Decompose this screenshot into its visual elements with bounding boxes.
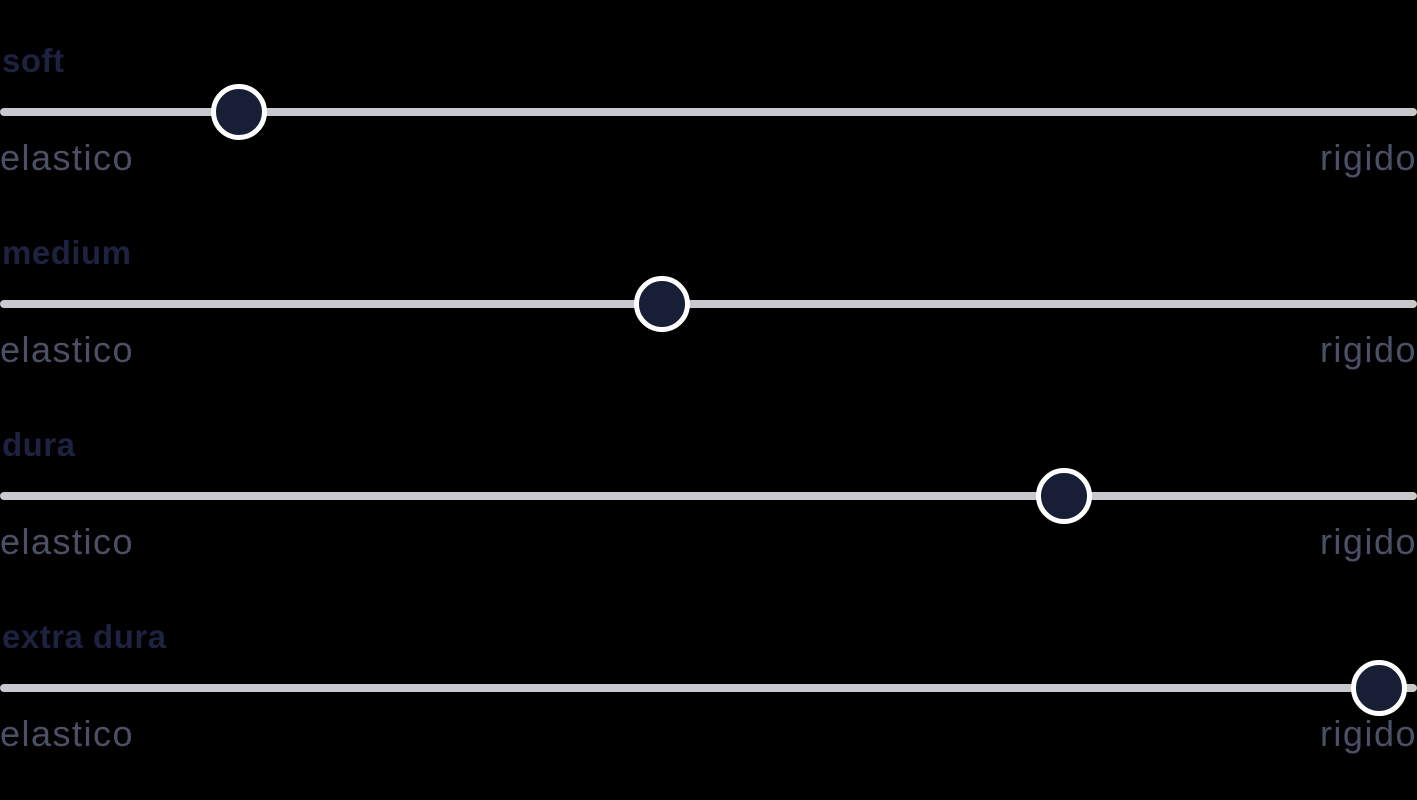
slider-min-label: elastico — [0, 521, 135, 562]
slider-track[interactable] — [0, 492, 1417, 500]
slider-track[interactable] — [0, 300, 1417, 308]
slider-min-label: elastico — [0, 329, 135, 370]
slider-title: extra dura — [2, 618, 167, 655]
slider-row-soft: soft elastico rigido — [0, 0, 1417, 192]
slider-max-label: rigido — [1319, 137, 1417, 178]
slider-track[interactable] — [0, 108, 1417, 116]
slider-max-label: rigido — [1319, 329, 1417, 370]
slider-title: dura — [2, 426, 76, 463]
slider-title: soft — [2, 42, 65, 79]
slider-row-medium: medium elastico rigido — [0, 192, 1417, 384]
slider-thumb[interactable] — [633, 276, 690, 332]
slider-max-label: rigido — [1319, 521, 1417, 562]
slider-thumb[interactable] — [211, 84, 268, 140]
slider-track[interactable] — [0, 684, 1417, 692]
slider-endpoint-labels: elastico rigido — [0, 138, 1417, 178]
slider-title: medium — [2, 234, 132, 271]
slider-row-extra-dura: extra dura elastico rigido — [0, 576, 1417, 768]
slider-row-dura: dura elastico rigido — [0, 384, 1417, 576]
slider-endpoint-labels: elastico rigido — [0, 330, 1417, 370]
slider-endpoint-labels: elastico rigido — [0, 522, 1417, 562]
slider-thumb[interactable] — [1036, 468, 1093, 524]
slider-max-label: rigido — [1319, 713, 1417, 754]
slider-thumb[interactable] — [1350, 660, 1407, 716]
slider-endpoint-labels: elastico rigido — [0, 714, 1417, 754]
slider-min-label: elastico — [0, 713, 135, 754]
slider-min-label: elastico — [0, 137, 135, 178]
